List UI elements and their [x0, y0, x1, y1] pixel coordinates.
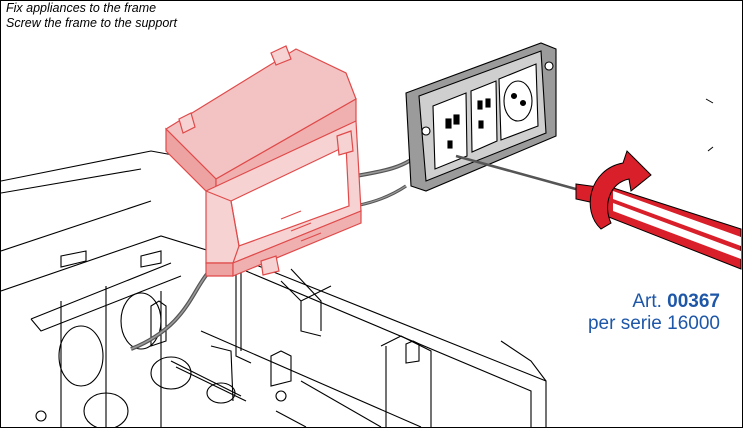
instructions-text: Fix appliances to the frame Screw the fr… — [6, 1, 177, 31]
mounting-frame — [165, 45, 362, 277]
article-prefix: Art. — [632, 291, 662, 312]
product-info: Art. 00367 per serie 16000 — [588, 291, 720, 335]
article-code: 00367 — [667, 291, 720, 312]
socket-plate — [405, 42, 557, 192]
article-line: Art. 00367 — [588, 291, 720, 313]
support-box — [1, 150, 547, 427]
instruction-line-2: Screw the frame to the support — [6, 16, 177, 30]
edge-marks — [705, 98, 714, 152]
series-line: per serie 16000 — [587, 313, 720, 334]
instruction-line-1: Fix appliances to the frame — [6, 1, 157, 15]
curved-arrow-clockwise-icon — [589, 150, 652, 230]
